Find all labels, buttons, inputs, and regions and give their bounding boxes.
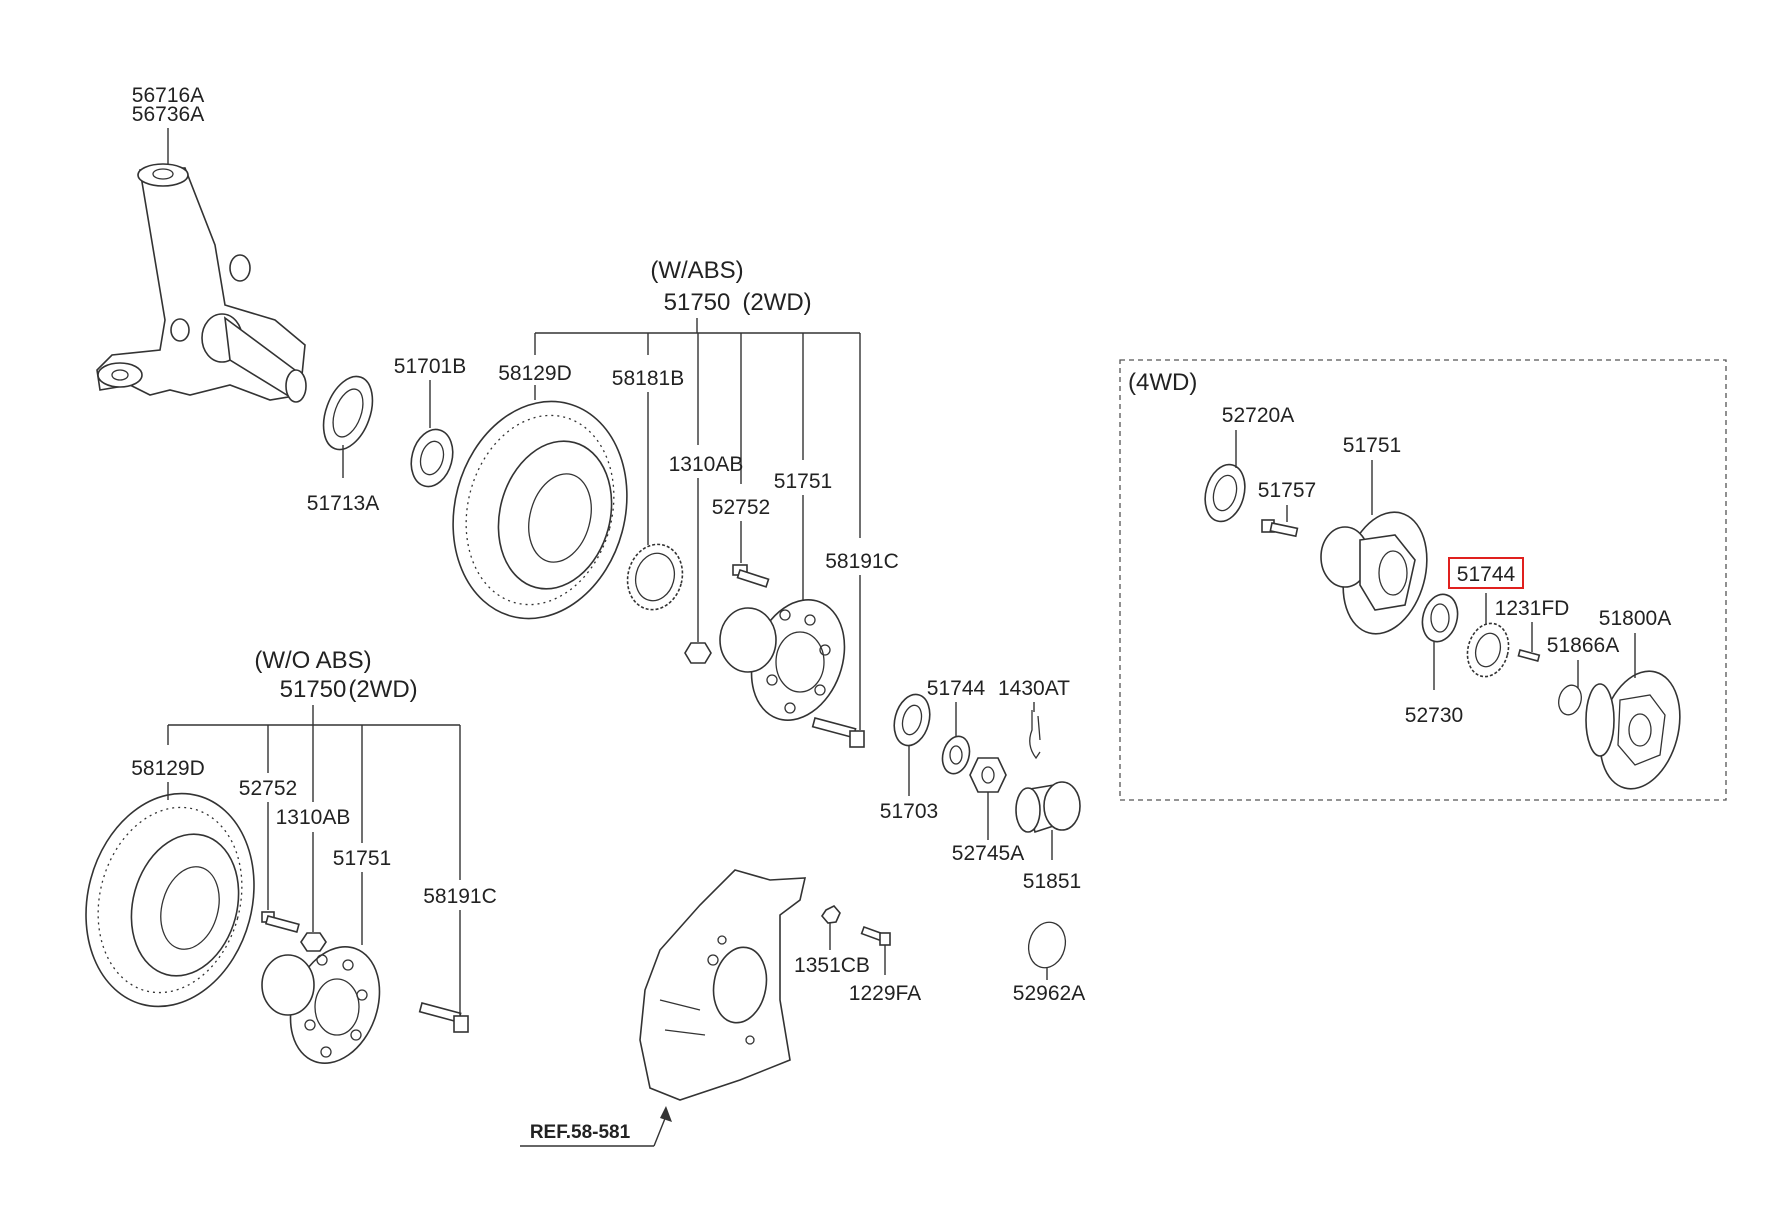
hub-nut-1310AB-woabs[interactable] [300,932,327,952]
part-label-51713A: 51713A [307,492,379,515]
hub-bolt-58191C-woabs[interactable] [418,1002,469,1033]
part-label-51703: 51703 [880,800,938,823]
hub-bolt-52752[interactable] [732,564,770,588]
part-label-1430AT: 1430AT [998,677,1070,700]
part-label-52752: 52752 [712,496,770,519]
part-label-58191C: 58191C [825,550,899,573]
bracket-wabs [534,318,861,538]
oil-seal-51713A[interactable] [314,370,381,456]
part-label-51744-4wd: 51744 [1457,563,1516,586]
part-label-52745A: 52745A [952,842,1024,865]
part-label-51866A: 51866A [1547,634,1619,657]
fourwd-group-box [1119,359,1727,801]
reference-label: REF.58-581 [530,1122,631,1143]
oil-seal-52720A[interactable] [1199,460,1251,526]
brake-disc-58129D-woabs[interactable] [63,774,277,1025]
wheel-hub-51751-woabs[interactable] [261,934,395,1075]
part-label-1351CB: 1351CB [794,954,870,977]
part-label-51757: 51757 [1258,479,1316,502]
part-label-52730: 52730 [1405,704,1463,727]
snap-ring-52962A[interactable] [1024,918,1071,972]
hub-bolt-52752-woabs[interactable] [261,911,300,933]
lock-washer-51744[interactable] [1462,619,1515,682]
part-label-51751-4wd: 51751 [1343,434,1401,457]
part-label-51751: 51751 [774,470,832,493]
wheel-hub-51751[interactable] [719,587,861,734]
part-label-1310AB: 1310AB [669,453,744,476]
steering-knuckle[interactable] [96,163,307,403]
wheel-hub-51751-4wd[interactable] [1320,503,1440,643]
hub-bolt-58191C[interactable] [811,717,865,748]
part-label-52962A: 52962A [1013,982,1085,1005]
group-assembly-woabs: 51750 [280,676,347,703]
part-label-51701B: 51701B [394,355,466,378]
part-label-58191C-woabs: 58191C [423,885,497,908]
part-label-51851: 51851 [1023,870,1081,893]
group-label-4wd: (4WD) [1128,369,1197,396]
part-label-56736A: 56736A [132,103,204,126]
o-ring-51866A[interactable] [1555,683,1584,718]
highlight-box-51744[interactable] [1448,557,1524,589]
castle-nut-52745A[interactable] [969,757,1007,793]
group-label-woabs: (W/O ABS) [254,647,371,674]
group-drive-woabs: (2WD) [348,676,417,703]
brake-disc-58129D[interactable] [429,382,650,639]
group-drive-wabs: (2WD) [742,289,811,316]
part-label-58129D-woabs: 58129D [131,757,205,780]
part-label-51800A: 51800A [1599,607,1671,630]
reference-pointer[interactable]: REF.58-581 [520,1106,672,1147]
nut-1351CB[interactable] [820,905,841,924]
hub-bolt-51757[interactable] [1261,519,1299,538]
part-label-52752-woabs: 52752 [239,777,297,800]
screw-1231FD[interactable] [1517,649,1541,662]
group-label-wabs: (W/ABS) [650,257,743,284]
part-label-1231FD: 1231FD [1495,597,1570,620]
bolt-1229FA[interactable] [860,925,891,946]
bearing-52730[interactable] [1417,590,1462,645]
hub-cap-51851[interactable] [1015,781,1081,834]
part-label-51751-woabs: 51751 [333,847,391,870]
part-label-58181B: 58181B [612,367,684,390]
bearing-51701B[interactable] [405,425,459,491]
part-label-1229FA: 1229FA [849,982,921,1005]
bearing-51703[interactable] [889,690,935,749]
tone-ring-58181B[interactable] [620,538,689,616]
cotter-pin-1430AT[interactable] [1029,710,1041,760]
group-assembly-wabs: 51750 [664,289,731,316]
bracket-woabs [167,705,461,880]
hub-nut-1310AB[interactable] [684,642,712,664]
part-label-52720A: 52720A [1222,404,1294,427]
dust-shield[interactable] [639,869,807,1101]
part-label-56716A: 56716A [132,84,204,107]
part-label-51744: 51744 [927,677,986,700]
part-label-58129D: 58129D [498,362,572,385]
washer-51744[interactable] [939,733,974,776]
part-label-1310AB-woabs: 1310AB [276,806,351,829]
free-wheel-hub-51800A[interactable] [1585,662,1692,798]
